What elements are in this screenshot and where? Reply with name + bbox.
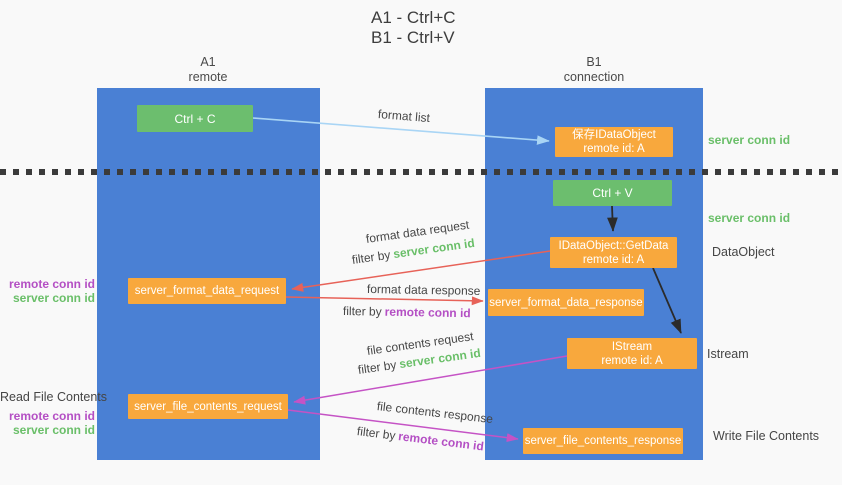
node-save-line2: remote id: A — [583, 143, 645, 155]
edge-label-file-contents-response: file contents response — [376, 399, 494, 427]
lane-a1-subtitle: remote — [188, 70, 228, 84]
title-line1: A1 - Ctrl+C — [371, 8, 456, 27]
node-server-format-data-request: server_format_data_request — [128, 278, 286, 304]
remote-conn-id-key: remote conn id — [397, 429, 485, 454]
annotation-left-conn-ids-format: remote conn id server conn id — [0, 277, 95, 305]
node-ctrl-v: Ctrl + V — [553, 180, 672, 206]
node-file-response-label: server_file_contents_response — [524, 435, 682, 447]
node-format-request-label: server_format_data_request — [134, 285, 280, 297]
node-save-idataobject: 保存IDataObject remote id: A — [555, 127, 673, 157]
title-line2: B1 - Ctrl+V — [371, 28, 455, 47]
node-getdata-line1: IDataObject::GetData — [558, 239, 669, 252]
lane-header-b1-connection: B1 connection — [534, 55, 654, 85]
filter-by-text: filter by — [356, 424, 397, 443]
node-ctrl-c-label: Ctrl + C — [174, 111, 216, 126]
node-istream-line1: IStream — [611, 340, 653, 353]
node-format-response-label: server_format_data_response — [489, 296, 643, 309]
lane-a1-name: A1 — [200, 55, 216, 69]
annotation-server-conn-id-top: server conn id — [708, 133, 791, 147]
node-file-request-label: server_file_contents_request — [134, 400, 282, 413]
annotation-left-conn-ids-file: remote conn id server conn id — [0, 409, 95, 437]
annotation-remote-conn-id-1: remote conn id — [8, 277, 95, 291]
node-getdata-line2: remote id: A — [582, 253, 645, 266]
filter-by-text: filter by — [357, 357, 398, 377]
node-ctrl-c: Ctrl + C — [137, 105, 253, 132]
annotation-read-file-contents: Read File Contents — [0, 390, 108, 404]
annotation-server-conn-id-mid: server conn id — [708, 211, 791, 225]
node-server-format-data-response: server_format_data_response — [488, 289, 644, 316]
remote-conn-id-key: remote conn id — [384, 304, 471, 321]
node-save-line1: 保存IDataObject — [572, 129, 656, 141]
annotation-dataobject: DataObject — [712, 245, 775, 259]
node-istream-line2: remote id: A — [601, 354, 663, 367]
annotation-istream: Istream — [707, 347, 749, 361]
edge-label-format-list: format list — [377, 107, 431, 126]
node-istream: IStream remote id: A — [567, 338, 697, 369]
annotation-server-conn-id-1: server conn id — [12, 291, 95, 305]
lane-b1-name: B1 — [586, 55, 602, 69]
lane-header-a1-remote: A1 remote — [148, 55, 268, 85]
node-server-file-contents-response: server_file_contents_response — [523, 428, 683, 454]
edge-label-file-contents-response-filter: filter byremote conn id — [356, 424, 484, 453]
node-server-file-contents-request: server_file_contents_request — [128, 394, 288, 419]
annotation-remote-conn-id-2: remote conn id — [8, 409, 95, 423]
node-ctrl-v-label: Ctrl + V — [592, 186, 633, 200]
filter-by-text: filter by — [342, 304, 382, 319]
edge-label-format-data-response: format data response — [366, 282, 481, 298]
machine-separator-dotted-line — [0, 169, 842, 175]
annotation-write-file-contents: Write File Contents — [713, 429, 820, 443]
node-idataobject-getdata: IDataObject::GetData remote id: A — [550, 237, 677, 268]
lane-b1-subtitle: connection — [563, 70, 625, 84]
annotation-server-conn-id-2: server conn id — [12, 423, 95, 437]
filter-by-text: filter by — [351, 247, 392, 267]
